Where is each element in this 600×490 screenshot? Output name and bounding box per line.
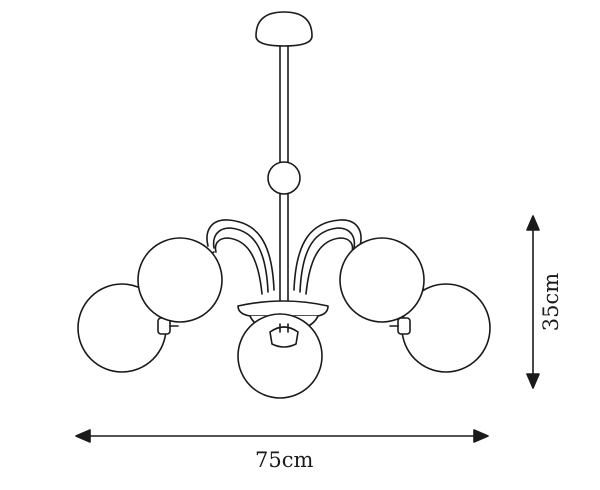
ceiling-canopy — [255, 11, 313, 47]
width-dimension-arrow — [75, 429, 489, 443]
decorative-ball — [267, 161, 301, 195]
lower-stem — [279, 193, 289, 303]
width-label: 75cm — [255, 448, 314, 472]
height-label: 35cm — [539, 272, 564, 332]
socket-far-right — [389, 317, 411, 335]
globe-upper-left — [137, 237, 223, 323]
globe-center-bottom — [237, 313, 323, 399]
down-rod — [279, 45, 289, 163]
socket-center — [269, 323, 299, 348]
globe-upper-right — [339, 237, 425, 323]
height-dimension-arrow — [526, 215, 540, 389]
